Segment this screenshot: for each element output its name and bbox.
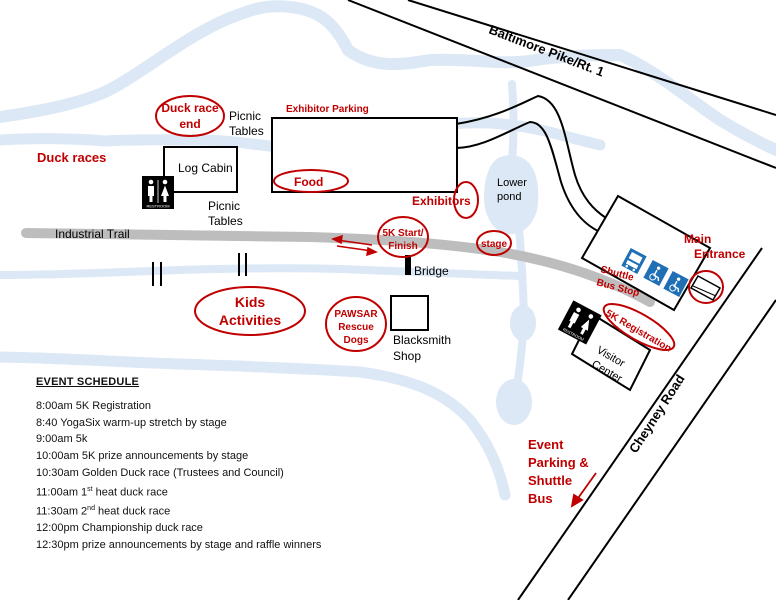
event-markers (155, 95, 676, 352)
schedule-item: 11:30am 2nd heat duck race (36, 504, 171, 518)
start-finish-line1: 5K Start/ (382, 228, 423, 239)
duck-race-end-line2: end (179, 117, 200, 131)
baltimore-pike-line-bottom (407, 0, 776, 116)
schedule-item: 11:00am 1st heat duck race (36, 485, 168, 499)
restroom-icon: RESTROOM (142, 176, 174, 209)
driveway-south (455, 120, 601, 233)
streams (0, 0, 776, 501)
main-entrance-gate (689, 274, 722, 302)
kids-activities-marker (194, 286, 306, 336)
exhibitor-parking-label: Exhibitor Parking (286, 104, 369, 115)
lower-pond-line2: pond (497, 191, 521, 203)
picnic-tables-north-line1: Picnic (229, 109, 261, 123)
baltimore-pike-line-top (347, 0, 776, 169)
exhibitor-parking-lot (271, 117, 458, 193)
log-cabin (163, 146, 238, 193)
blacksmith-shop (390, 295, 429, 331)
industrial-trail (21, 228, 655, 307)
food-label: Food (294, 175, 323, 189)
start-finish-marker (377, 216, 429, 258)
event-schedule: EVENT SCHEDULE 8:00am 5K Registration 8:… (36, 376, 456, 554)
schedule-item: 10:00am 5K prize announcements by stage (36, 450, 249, 463)
picnic-tables-south-line1: Picnic (208, 199, 240, 213)
wheelchair-icon-2 (663, 270, 689, 298)
blacksmith-line2: Shop (393, 349, 421, 363)
stage-marker (476, 230, 512, 256)
exhibitors-label: Exhibitors (412, 194, 471, 208)
event-parking-line2: Parking & (528, 455, 589, 470)
schedule-item: 9:00am 5k (36, 433, 88, 446)
industrial-trail-label: Industrial Trail (55, 227, 130, 241)
cheyney-road-label: Cheyney Road (626, 372, 688, 456)
blacksmith-line1: Blacksmith (393, 333, 451, 347)
picnic-tables-south-line2: Tables (208, 214, 243, 228)
main-entrance-circle (688, 270, 724, 304)
north-stream (0, 0, 776, 156)
pawsar-line3: Dogs (344, 335, 369, 346)
picnic-tables-north-line2: Tables (229, 124, 264, 138)
south-stream (0, 264, 524, 280)
duck-race-end-line1: Duck race (161, 101, 219, 115)
wheelchair-icon (643, 259, 669, 287)
main-entrance-line2: Entrance (694, 247, 746, 261)
schedule-item: 8:40 YogaSix warm-up stretch by stage (36, 416, 227, 429)
pawsar-marker (325, 296, 387, 352)
schedule-title: EVENT SCHEDULE (36, 376, 140, 388)
event-parking-line1: Event (528, 437, 564, 452)
river-bottom (0, 351, 511, 501)
middle-pond (510, 305, 536, 341)
schedule-item: 12:00pm Championship duck race (36, 522, 203, 535)
black-labels: Picnic Tables Picnic Tables Lower pond (208, 109, 527, 228)
exhibitors-marker (453, 181, 479, 219)
stage-label: stage (481, 239, 508, 250)
start-finish-arrows (331, 234, 378, 257)
log-cabin-label: Log Cabin (178, 161, 233, 175)
pawsar-line1: PAWSAR (334, 309, 378, 320)
stream-crossings (152, 253, 247, 286)
kids-activities-line1: Kids (235, 294, 266, 310)
cheyney-road-line-west (517, 247, 763, 600)
start-finish-line2: Finish (388, 241, 417, 252)
event-parking-arrow (570, 472, 597, 508)
schedule-item: 8:00am 5K Registration (36, 400, 151, 412)
schedule-item: 10:30am Golden Duck race (Trustees and C… (36, 466, 284, 479)
event-parking-line3: Shuttle (528, 473, 572, 488)
duck-race-end-marker (155, 95, 225, 137)
bridge (405, 255, 411, 275)
cheyney-road-line-east (567, 299, 776, 600)
event-parking-line4: Bus (528, 491, 553, 506)
schedule-list: 8:00am 5K Registration 8:40 YogaSix warm… (36, 398, 456, 554)
ponds (484, 155, 539, 425)
bus-icon (621, 247, 647, 275)
schedule-item: 12:30pm prize announcements by stage and… (36, 538, 322, 551)
pawsar-line2: Rescue (338, 322, 374, 333)
registration-5k-marker (602, 303, 676, 351)
main-entrance-line1: Main (684, 232, 711, 246)
svg-text:RESTROOM: RESTROOM (146, 204, 169, 209)
kids-activities-line2: Activities (219, 312, 281, 328)
pond-channel (508, 80, 528, 394)
south-pond (496, 379, 532, 425)
roads (347, 0, 776, 600)
driveway-north (455, 94, 607, 219)
duck-races-label: Duck races (37, 150, 106, 165)
lower-pond (484, 155, 539, 235)
lower-pond-line1: Lower (497, 177, 527, 189)
bridge-label: Bridge (414, 264, 449, 278)
food-marker (273, 169, 349, 193)
